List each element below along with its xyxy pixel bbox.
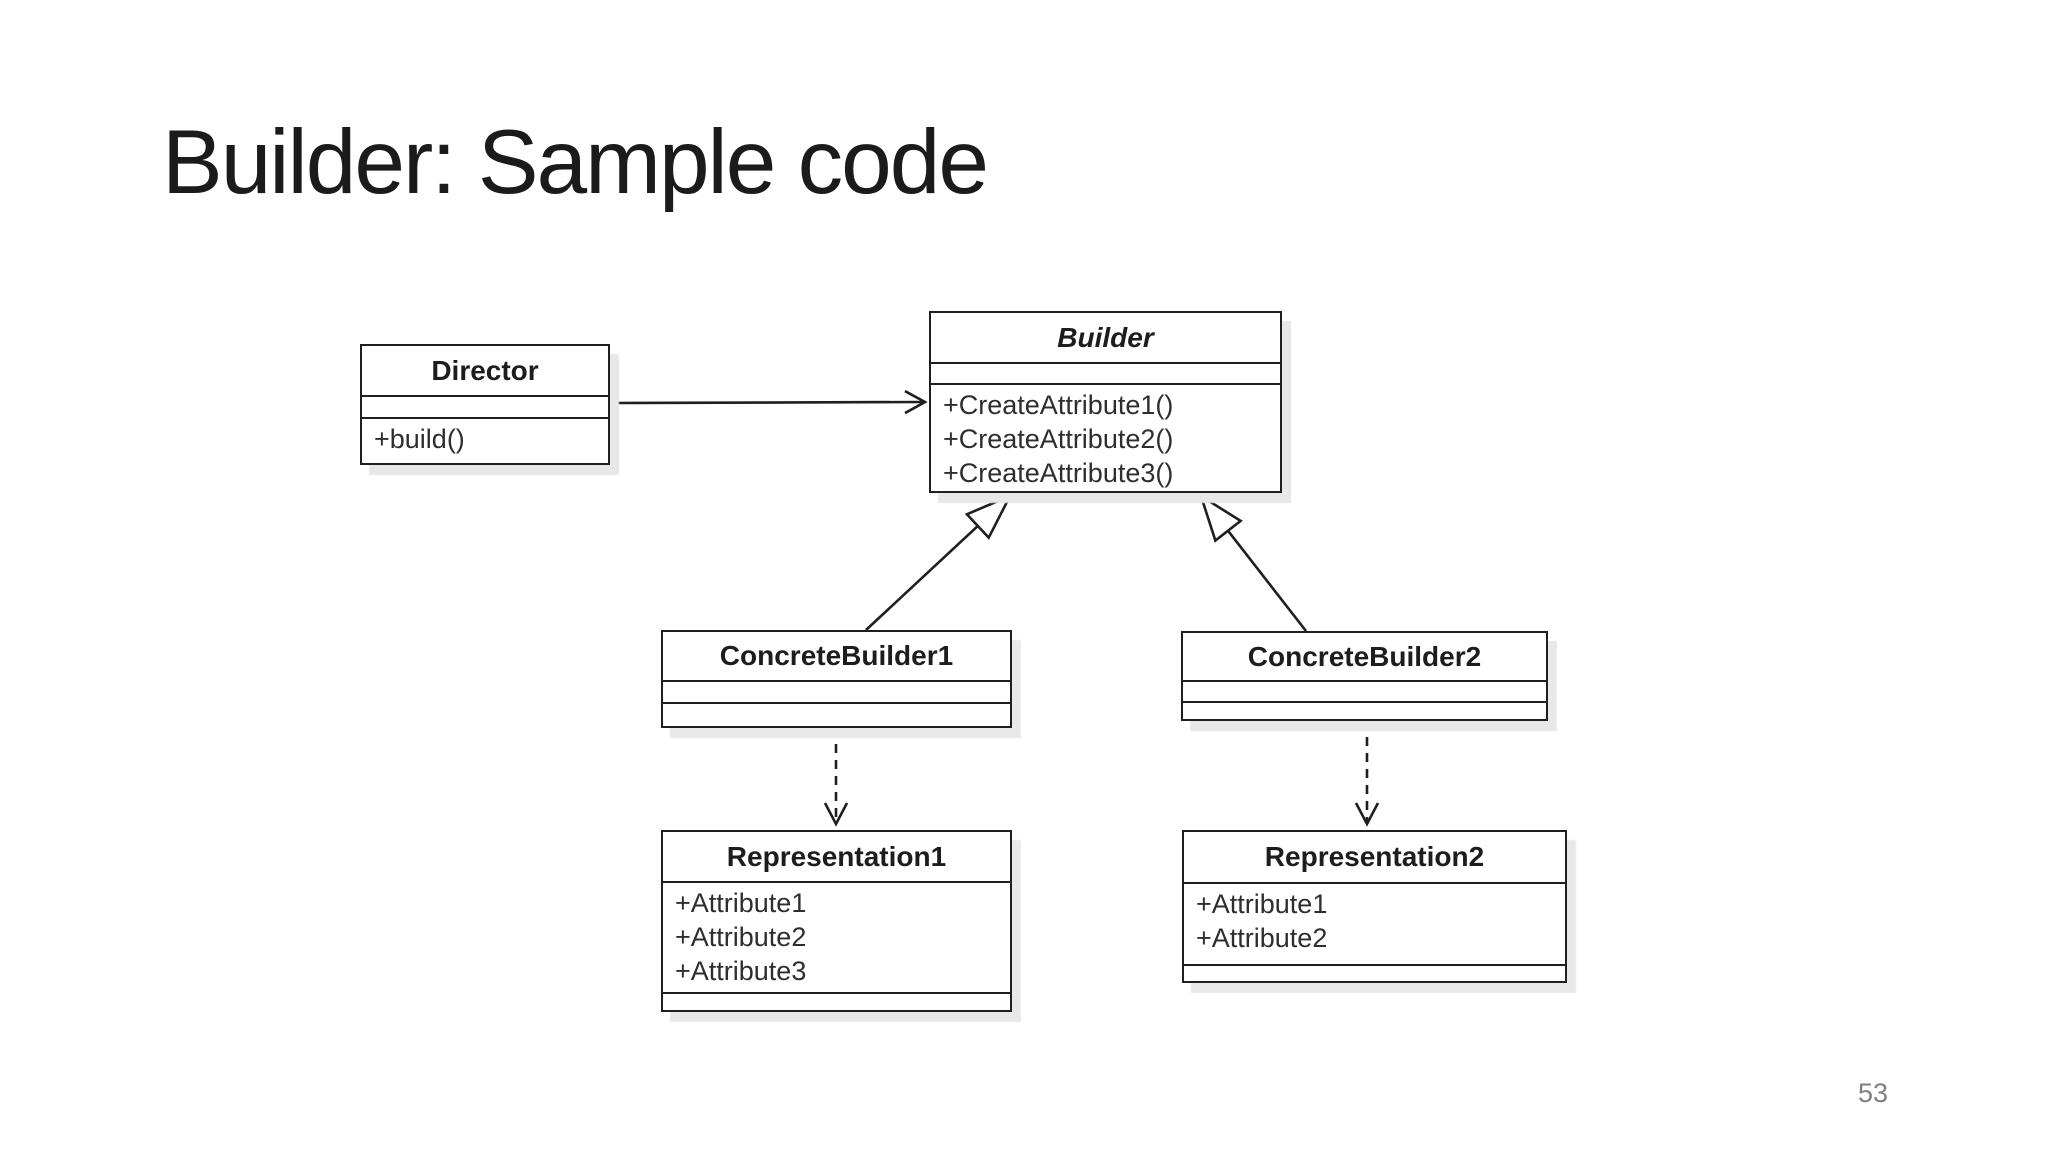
class-builder-methods: +CreateAttribute1() +CreateAttribute2() … [931,385,1280,491]
generalization-concretebuilder1-builder [865,493,1013,631]
class-representation2-name: Representation2 [1184,832,1565,884]
class-director-attributes [362,397,608,419]
method-label: +CreateAttribute1() [943,390,1174,420]
attribute-label: +Attribute2 [675,922,807,952]
class-director-name: Director [362,346,608,397]
method-label: +build() [374,424,465,454]
class-concretebuilder1-attributes [663,682,1010,704]
class-director: Director +build() [360,344,610,465]
attribute-label: +Attribute1 [675,888,807,918]
class-concretebuilder1-name: ConcreteBuilder1 [663,632,1010,682]
attribute-label: +Attribute1 [1196,889,1328,919]
class-concretebuilder1: ConcreteBuilder1 [661,630,1012,728]
class-builder: Builder +CreateAttribute1() +CreateAttri… [929,311,1282,493]
generalization-concretebuilder2-builder [1198,492,1308,632]
class-representation2: Representation2 +Attribute1 +Attribute2 [1182,830,1567,983]
class-representation1-attributes: +Attribute1 +Attribute2 +Attribute3 [663,883,1010,994]
class-builder-attributes [931,364,1280,385]
class-representation1-methods [663,994,1010,1010]
class-concretebuilder1-methods [663,704,1010,726]
class-concretebuilder2-attributes [1183,682,1546,703]
class-representation1-name: Representation1 [663,832,1010,883]
page-title: Builder: Sample code [162,112,989,213]
attribute-label: +Attribute3 [675,956,807,986]
method-label: +CreateAttribute2() [943,424,1174,454]
class-concretebuilder2: ConcreteBuilder2 [1181,631,1548,721]
method-label: +CreateAttribute3() [943,458,1174,488]
class-builder-name: Builder [931,313,1280,364]
class-representation1: Representation1 +Attribute1 +Attribute2 … [661,830,1012,1012]
page-number: 53 [1858,1078,1889,1108]
class-representation2-methods [1184,966,1565,981]
class-director-methods: +build() [362,419,608,463]
class-concretebuilder2-methods [1183,703,1546,719]
class-representation2-attributes: +Attribute1 +Attribute2 [1184,884,1565,966]
attribute-label: +Attribute2 [1196,923,1328,953]
class-concretebuilder2-name: ConcreteBuilder2 [1183,633,1546,682]
association-director-builder [611,402,925,403]
